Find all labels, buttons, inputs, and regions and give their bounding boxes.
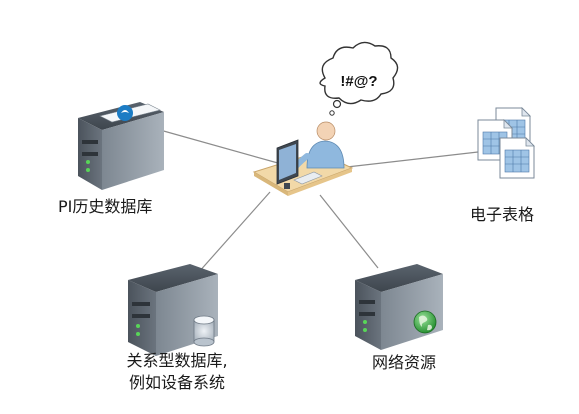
spreadsheet-icon bbox=[477, 107, 535, 179]
globe-icon bbox=[413, 310, 437, 334]
web-server-icon bbox=[355, 264, 443, 350]
line-user-to-relational bbox=[189, 191, 271, 283]
relational-db-server-icon bbox=[128, 264, 218, 356]
bubble-text: !#@? bbox=[340, 73, 377, 90]
line-pi-to-user bbox=[159, 129, 286, 166]
label-web-resources: 网络资源 bbox=[372, 353, 437, 372]
pi-server-icon bbox=[78, 102, 164, 190]
line-user-to-web bbox=[319, 194, 379, 269]
pi-logo-icon bbox=[117, 105, 133, 121]
label-relational-db-line2: 例如设备系统 bbox=[128, 373, 225, 392]
thought-bubble: !#@? bbox=[319, 41, 399, 116]
line-user-to-spreadsheet bbox=[337, 151, 479, 169]
user-at-computer-icon bbox=[252, 121, 354, 196]
label-relational-db-line1: 关系型数据库, bbox=[126, 351, 228, 370]
connection-lines bbox=[159, 129, 479, 283]
label-spreadsheet: 电子表格 bbox=[470, 205, 535, 224]
label-relational-db: 关系型数据库, 例如设备系统 bbox=[102, 350, 252, 394]
database-cylinder-icon bbox=[193, 315, 215, 347]
label-pi-history: PI历史数据库 bbox=[58, 197, 153, 216]
